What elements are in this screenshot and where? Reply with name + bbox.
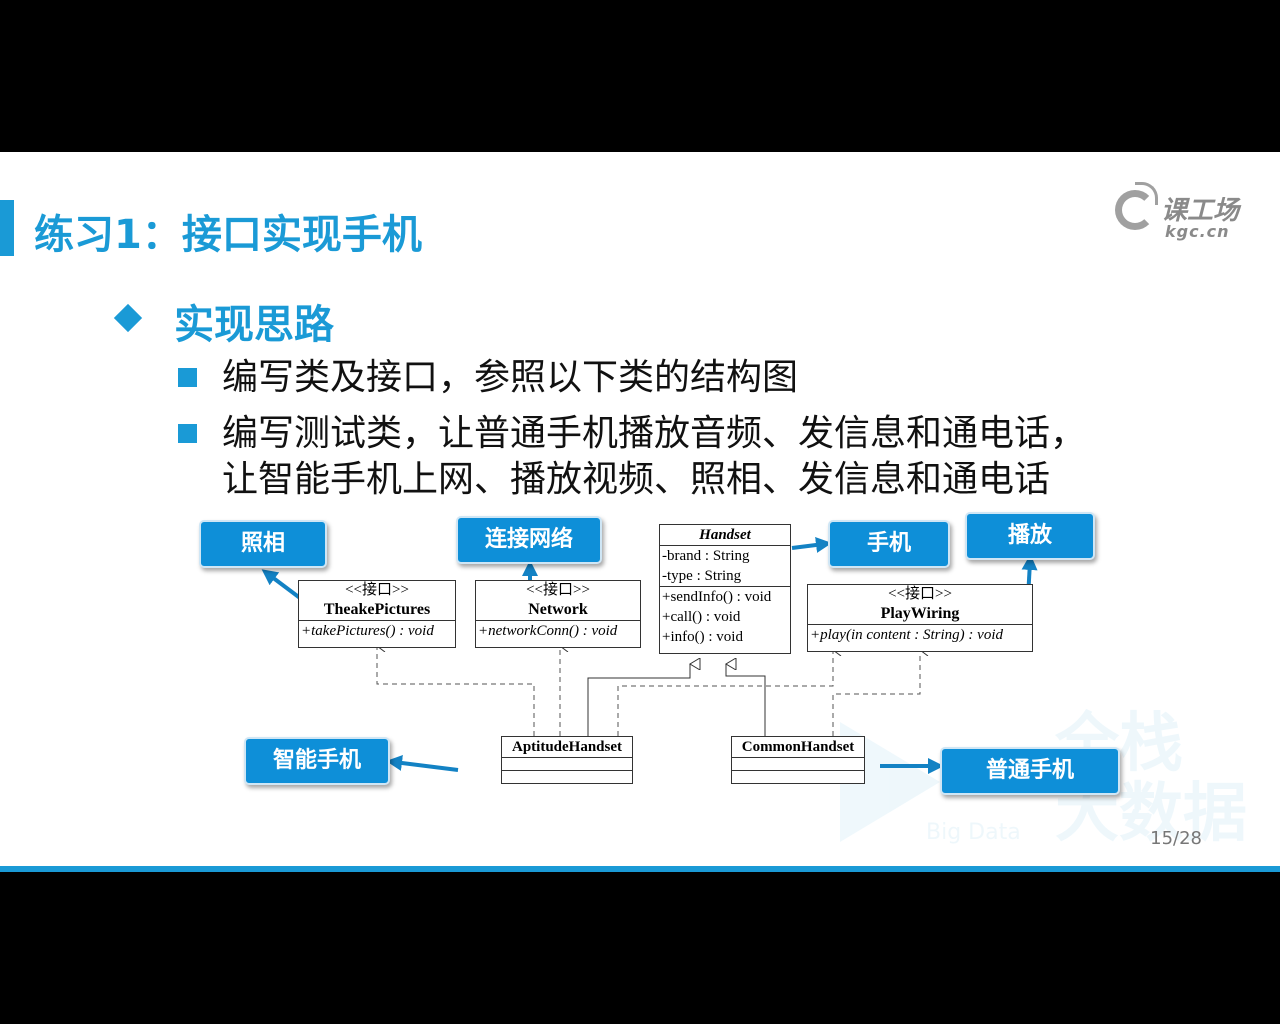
handset-attr: -type : String xyxy=(662,568,742,584)
callout-normal-phone: 普通手机 xyxy=(940,747,1120,795)
arrow-smart xyxy=(386,755,459,772)
extends-common-handset xyxy=(726,664,766,736)
realize-aptitude-playwiring xyxy=(617,650,833,736)
theake-stereotype: <<接口>> xyxy=(345,582,409,598)
arrow-phone xyxy=(791,537,832,553)
bullet-1: 编写类及接口，参照以下类的结构图 xyxy=(222,357,799,398)
playwiring-method: +play(in content : String) : void xyxy=(810,627,1003,643)
callout-smart-phone: 智能手机 xyxy=(244,737,390,785)
class-theake-pictures: <<接口>> TheakePictures +takePictures() : … xyxy=(298,580,456,648)
kgc-logo: 课工场 kgc.cn xyxy=(1115,182,1265,242)
diagram-connectors xyxy=(261,537,1038,774)
square-bullet-icon xyxy=(178,368,197,387)
bullet-2-line2: 让智能手机上网、播放视频、照相、发信息和通电话 xyxy=(222,459,1051,500)
common-name: CommonHandset xyxy=(741,739,855,755)
theake-method: +takePictures() : void xyxy=(301,623,434,639)
playwiring-name: PlayWiring xyxy=(880,605,960,622)
bottom-accent-bar xyxy=(0,866,1280,872)
logo-text-en: kgc.cn xyxy=(1165,222,1230,241)
handset-method: +sendInfo() : void xyxy=(662,589,772,605)
class-handset: Handset -brand : String -type : String +… xyxy=(659,524,791,654)
class-common-handset: CommonHandset xyxy=(731,736,865,784)
logo-signal-icon xyxy=(1135,182,1158,205)
class-playwiring: <<接口>> PlayWiring +play(in content : Str… xyxy=(807,584,1033,652)
section-heading: 实现思路 xyxy=(174,302,334,348)
page-number: 15/28 xyxy=(1150,828,1202,849)
callout-photo: 照相 xyxy=(199,520,327,568)
theake-name: TheakePictures xyxy=(323,601,431,618)
extends-aptitude-handset xyxy=(587,664,690,736)
title-accent-bar xyxy=(0,200,14,256)
handset-method: +call() : void xyxy=(662,609,741,625)
square-bullet-icon xyxy=(178,424,197,443)
class-aptitude-handset: AptitudeHandset xyxy=(501,736,633,784)
realize-aptitude-theake xyxy=(377,646,535,736)
class-network: <<接口>> Network +networkConn() : void xyxy=(475,580,641,648)
logo-ring-icon xyxy=(1115,190,1155,230)
slide-title: 练习1：接口实现手机 xyxy=(34,212,422,258)
aptitude-name: AptitudeHandset xyxy=(511,739,623,755)
slide: 全栈 大数据 Big Data 练习1：接口实现手机 课工场 kgc.cn 实现… xyxy=(0,152,1280,872)
callout-play: 播放 xyxy=(965,512,1095,560)
handset-method: +info() : void xyxy=(662,629,743,645)
network-name: Network xyxy=(528,601,588,618)
network-method: +networkConn() : void xyxy=(478,623,618,639)
playwiring-stereotype: <<接口>> xyxy=(888,586,952,602)
logo-text-cn: 课工场 xyxy=(1161,196,1240,226)
handset-name: Handset xyxy=(699,527,751,543)
callout-phone: 手机 xyxy=(828,520,950,568)
callout-network: 连接网络 xyxy=(456,516,602,564)
realize-common-playwiring xyxy=(832,650,920,736)
handset-attr: -brand : String xyxy=(662,548,750,564)
bullet-2-line1: 编写测试类，让普通手机播放音频、发信息和通电话， xyxy=(222,413,1087,454)
network-stereotype: <<接口>> xyxy=(526,582,590,598)
